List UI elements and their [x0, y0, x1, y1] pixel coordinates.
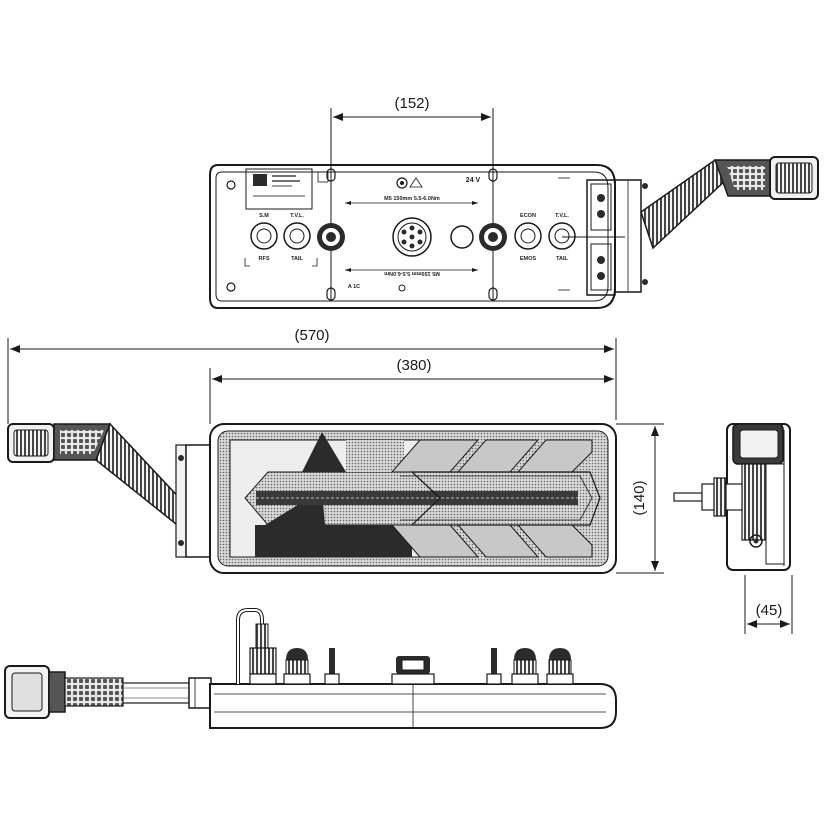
side-marker-arm-rear	[640, 156, 819, 250]
stud-bolt	[324, 648, 340, 685]
socket-label-tvl-left: T.V.L.	[290, 213, 304, 219]
mount-hole-icon	[226, 282, 236, 292]
connector-knob	[511, 648, 539, 685]
vent-icon	[396, 177, 408, 189]
bracket-plate	[586, 179, 616, 296]
brand-logo-icon	[253, 174, 267, 186]
dimension-label-45: (45)	[756, 602, 783, 619]
bolt-icon	[597, 256, 605, 264]
rear-housing-inner	[215, 171, 609, 302]
side-connector	[673, 477, 743, 517]
bottom-view	[4, 608, 617, 729]
mounting-slot	[488, 287, 498, 301]
indicator-segments	[390, 439, 601, 558]
screw-spec-top: M5 150mm 5.5-6.0Nm	[384, 196, 440, 202]
rear-view: (152) S.M T.V.L. RFS TAIL M5 150mm	[209, 95, 819, 309]
dimension-label-152: (152)	[394, 95, 429, 112]
socket-label-econ: ECON	[520, 213, 536, 219]
multipin-connector	[391, 656, 435, 685]
gland-nut	[249, 647, 277, 675]
a-label: A 1C	[348, 284, 360, 290]
screw-spec-bottom: M5 150mm 5.5-6.0Nm	[384, 270, 440, 276]
front-view: (570) (380) (140)	[7, 327, 664, 574]
socket-icon	[548, 222, 576, 250]
socket-label-emos: EMOS	[520, 256, 537, 262]
dimension-380: (380)	[209, 357, 614, 424]
dimension-label-380: (380)	[396, 357, 431, 374]
label-plate	[245, 168, 313, 210]
rear-housing-outline	[209, 164, 616, 309]
side-marker-arm-front	[7, 422, 211, 558]
voltage-label: 24 V	[466, 177, 481, 184]
reflector-triangle-bottom	[255, 525, 412, 557]
mounting-slot	[326, 168, 336, 182]
socket-label-tvl-right: T.V.L.	[555, 213, 569, 219]
bolt-icon	[597, 272, 605, 280]
socket-label-tail-right: TAIL	[556, 256, 568, 262]
reflector-triangle-top	[302, 432, 346, 472]
socket-label-tail-left: TAIL	[291, 256, 303, 262]
socket-label-sm: S.M	[259, 213, 269, 219]
mounting-slot	[326, 287, 336, 301]
side-view: (45)	[673, 423, 793, 634]
socket-icon	[514, 222, 542, 250]
dimension-140: (140)	[616, 423, 664, 574]
dimension-570: (570)	[7, 327, 617, 424]
plug-icon	[450, 225, 474, 249]
dimension-152: (152)	[330, 95, 494, 300]
socket-icon	[283, 222, 311, 250]
multipin-connector-icon	[392, 217, 432, 257]
screw-icon	[398, 284, 406, 292]
stud-bolt	[486, 648, 502, 685]
dimension-label-570: (570)	[294, 327, 329, 344]
mounting-slot	[488, 168, 498, 182]
dimension-45: (45)	[744, 575, 793, 634]
socket-label-rfs: RFS	[259, 256, 270, 262]
bolt-icon	[597, 194, 605, 202]
dimension-label-140: (140)	[631, 480, 648, 515]
connector-knob	[283, 648, 311, 685]
bolt-icon	[597, 210, 605, 218]
socket-icon	[250, 222, 278, 250]
bolt-icon	[749, 534, 763, 548]
connector-knob	[546, 648, 574, 685]
mount-hole-icon	[226, 180, 236, 190]
